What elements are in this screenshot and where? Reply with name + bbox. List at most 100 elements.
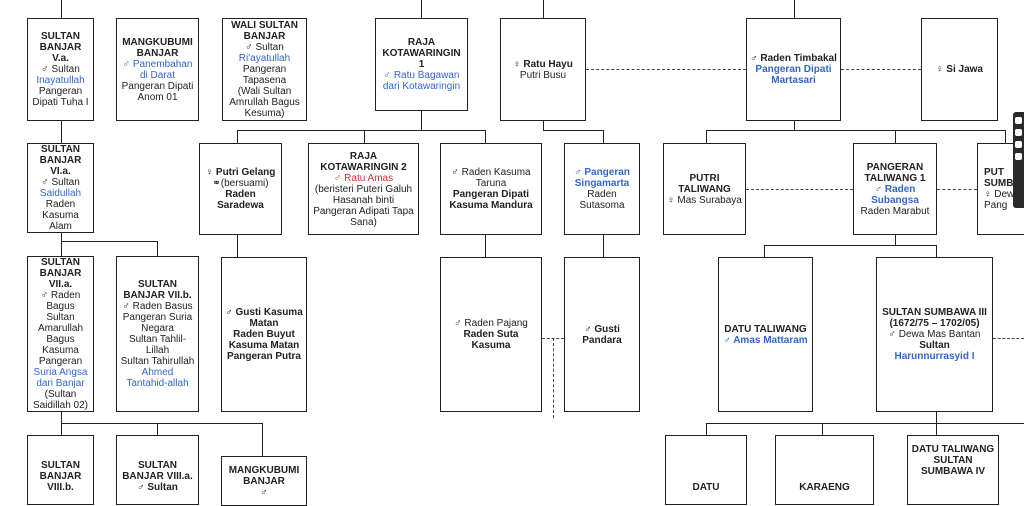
connector [603,130,604,143]
connector [794,0,795,18]
node-text-line: Pangeran Dipati Martasari [755,64,832,86]
node-text-line: WALI SULTAN BANJAR [231,20,298,42]
node-text-line: ♂ Sultan [41,64,80,75]
node-text-line: Raden Marabut [860,205,930,217]
node-text-line: ♂ Sultan [41,177,80,188]
node-text-line: SULTAN BANJAR [39,144,82,166]
node-text-line: VII.a. [48,279,73,290]
node-text-line: SULTAN BANJAR [39,460,82,482]
node-text-line: Raden Saradewa [217,189,264,211]
connector [485,130,486,143]
node-text-line: SULTAN BANJAR VIII.a. [122,460,193,482]
node-text-line: (beristeri Puteri Galuh Hasanah binti Pa… [313,183,414,228]
node-text-line: ♂ Raden Kasuma Taruna [451,167,531,189]
marriage-line [841,69,921,70]
node-text-line: PUTRI TALIWANG [678,172,731,195]
node-raja-kotawaringin-1[interactable]: RAJA KOTAWARINGIN 1♂ Ratu Bagawan dari K… [375,18,468,111]
node-text-line: Raden Kasuma Alam [42,199,79,232]
node-text-line: KARAENG [799,482,850,493]
gear-icon[interactable] [1015,153,1022,160]
connector [706,130,707,143]
node-text-line: ♂ Raden Pajang [454,318,528,329]
node-text-line: MANGKUBUMI BANJAR [228,465,300,487]
node-text-line: (1672/75 – 1702/05) [889,318,980,329]
node-karaeng[interactable]: KARAENG [775,435,874,505]
node-text-line: (Sultan Saidillah 02) [32,389,89,411]
node-text-line: Pang [984,200,1008,211]
side-toolbar-widget[interactable] [1013,112,1024,208]
node-text-line: Sultan [919,340,950,351]
node-text-line: Harunnurrasyid I [894,351,975,362]
node-datu[interactable]: DATU [665,435,747,505]
connector [157,423,158,435]
node-text-line: ♂ Sultan [245,42,284,53]
connector [61,423,263,424]
node-text-line: ⚭(bersuami) [212,178,269,189]
node-text-line: SULTAN SUMBAWA IV [920,455,986,477]
node-text-line: ♂ Panembahan di Darat [122,58,193,81]
node-text-line: SULTAN BANJAR [39,257,82,279]
node-text-line: Sultan Tahirullah [120,356,195,367]
node-text-line: Pangeran Dipati Tuha I [32,86,89,108]
node-text-line: SULTAN BANJAR [39,31,82,53]
connector [237,130,238,143]
connector [895,235,896,246]
connector [421,0,422,18]
node-text-line: ♀ Mas Surabaya [667,194,742,206]
connector [364,130,365,143]
node-text-line: PUT [984,167,1004,178]
node-text-line: ♂ Dewa Mas Bantan [888,329,981,340]
node-si-jawa[interactable]: ♀ Si Jawa [921,18,998,121]
connector [822,423,823,435]
link-icon[interactable] [1015,117,1022,124]
connector [485,235,486,257]
node-text-line: MANGKUBUMI BANJAR [122,36,193,59]
node-text-line: PANGERAN TALIWANG 1 [864,161,926,184]
node-text-line: VIII.b. [47,482,74,493]
node-text-line: ♂ Gusti Pandara [582,323,622,346]
node-text-line: SULTAN SUMBAWA III [882,307,987,318]
node-putri-gelang[interactable]: ♀ Putri Gelang⚭(bersuami)Raden Saradewa [199,143,282,235]
connector [237,235,238,257]
square-icon[interactable] [1015,141,1022,148]
node-text-line: ♂ Pangeran Singamarta [574,167,630,189]
marriage-line [746,189,853,190]
connector [61,0,62,18]
node-text-line: VI.a. [50,166,71,177]
node-sultan-sumbawa-iii[interactable]: SULTAN SUMBAWA III(1672/75 – 1702/05)♂ D… [876,257,993,412]
node-mangkubumi-banjar-2[interactable]: MANGKUBUMI BANJAR♂ [221,456,307,506]
square-icon[interactable] [1015,129,1022,136]
connector [706,423,707,435]
node-text-line: Suria Angsa dari Banjar [33,367,88,389]
connector [543,130,603,131]
node-datu-taliwang[interactable]: DATU TALIWANG♂ Amas Mattaram [718,257,813,412]
node-gusti-pandara[interactable]: ♂ Gusti Pandara [564,257,640,412]
connector [543,0,544,18]
connector [936,245,937,257]
node-text-line: ♀ Putri Gelang [205,167,276,178]
node-text-line: ♂ [260,487,268,498]
node-putri-taliwang[interactable]: PUTRI TALIWANG♀ Mas Surabaya [663,143,746,235]
node-text-line: ♂ Amas Mattaram [723,334,808,346]
node-text-line: Raden Buyut Kasuma Matan [228,329,300,351]
node-text-line: SULTAN BANJAR VII.b. [123,279,192,301]
node-sultan-banjar-viiia[interactable]: SULTAN BANJAR VIII.a.♂ Sultan [116,435,199,505]
node-text-line: Sultan Amarullah Bagus Kasuma [37,312,84,356]
node-raja-kotawaringin-2[interactable]: RAJA KOTAWARINGIN 2♂ Ratu Amas(beristeri… [308,143,419,235]
